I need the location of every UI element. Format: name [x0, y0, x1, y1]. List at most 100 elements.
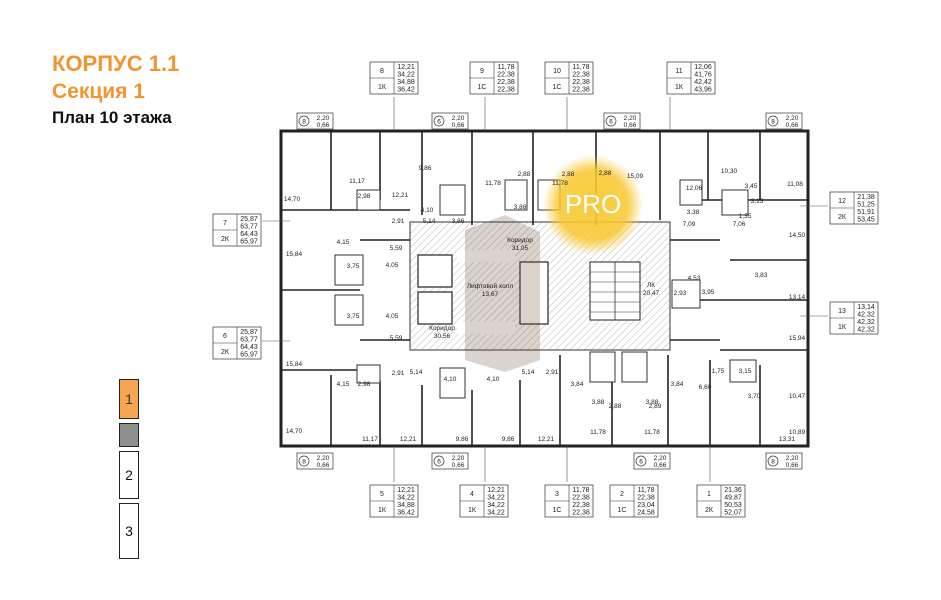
apartment-area: 12,21: [487, 487, 505, 494]
apartment-area: 64,43: [240, 344, 258, 351]
apartment-area: 22,38: [572, 79, 590, 86]
floor-button-1[interactable]: 1: [119, 379, 139, 419]
room-area: 12,21: [400, 436, 417, 443]
room-area: 2,91: [392, 370, 405, 377]
apartment-area: 13,14: [857, 304, 875, 311]
building-title: КОРПУС 1.1: [52, 51, 180, 76]
balcony-num: 6: [437, 459, 441, 466]
apartment-area: 12,06: [694, 64, 712, 71]
balcony-area-coef: 0,66: [654, 462, 667, 469]
room-area: 15,84: [286, 361, 303, 368]
room-area: 5,14: [522, 369, 535, 376]
room-area: 9,86: [456, 436, 469, 443]
room-area: 3,84: [571, 381, 584, 388]
apartment-area: 42,32: [857, 312, 875, 319]
room-area: 3,13: [751, 198, 764, 205]
apartment-number: 6: [223, 333, 227, 340]
room-area: 2,88: [599, 170, 612, 177]
room-area: 2,98: [358, 193, 371, 200]
balcony-area-coef: 0,66: [452, 122, 465, 129]
floor-plan-title: План 10 этажа: [52, 108, 172, 127]
room-area: 5,59: [390, 245, 403, 252]
room-area: 14,50: [789, 232, 806, 239]
apartment-area: 49,87: [724, 495, 742, 502]
room-area: 4,10: [444, 376, 457, 383]
apartment-number: 4: [470, 491, 474, 498]
corridor-top-name: Коридор: [507, 237, 533, 244]
apartment-area: 22,38: [572, 510, 590, 517]
room-area: 14,70: [284, 196, 301, 203]
apartment-number: 11: [675, 68, 682, 75]
bathrooms: [334, 179, 757, 399]
apartment-area: 34,22: [397, 495, 415, 502]
room-area: 12,21: [538, 436, 555, 443]
apartment-area: 65,97: [240, 239, 258, 246]
room-area: 2,93: [674, 290, 687, 297]
room-area: 3,86: [452, 218, 465, 225]
apartment-area: 42,32: [857, 319, 875, 326]
apartment-area: 22,38: [497, 87, 515, 94]
apartment-area: 63,77: [240, 337, 258, 344]
apartment-area: 11,78: [573, 487, 590, 494]
apartment-area: 34,22: [487, 495, 505, 502]
apartment-area: 22,38: [497, 79, 515, 86]
room-area: 1,75: [712, 368, 725, 375]
apartment-type: 1К: [468, 507, 477, 514]
room-area: 11,78: [552, 180, 568, 187]
room-area: 10,89: [789, 429, 806, 436]
apartment-number: 8: [380, 68, 384, 75]
room-area: 12,06: [686, 185, 703, 192]
apartment-type: 2К: [838, 214, 847, 221]
floor-button-current[interactable]: [119, 423, 139, 447]
room-area: 1,35: [739, 213, 752, 220]
apartment-area: 36,42: [397, 510, 415, 517]
room-area: 4,10: [487, 376, 500, 383]
room-area: 2,88: [562, 171, 575, 178]
balcony-area: 2,20: [786, 115, 799, 122]
pro-watermark: PRO: [465, 155, 643, 372]
floor-button-3[interactable]: 3: [119, 503, 139, 559]
balcony-num: 8: [771, 459, 775, 466]
room-area: 2,89: [649, 403, 662, 410]
balcony-area: 2,20: [624, 115, 637, 122]
corridor-bottom-name: Коридор: [429, 325, 455, 332]
apartment-type: 1К: [378, 84, 387, 91]
balcony-num: 6: [639, 459, 643, 466]
apartment-area: 43,96: [694, 87, 712, 94]
room-area: 10,30: [721, 168, 738, 175]
apartment-number: 1: [707, 491, 711, 498]
lift-hall-name: Лифтовой холл: [467, 282, 513, 290]
room-area: 12,21: [392, 192, 409, 199]
balcony-area: 2,20: [317, 455, 330, 462]
room-area: 7,06: [733, 221, 746, 228]
room-area: 4,10: [421, 207, 434, 214]
room-area: 3,75: [347, 263, 360, 270]
room-area: 9,86: [419, 165, 432, 172]
room-area: 4,05: [386, 262, 399, 269]
apartment-area: 42,32: [857, 327, 875, 334]
floor-button-2[interactable]: 2: [119, 451, 139, 499]
room-area: 11,08: [787, 181, 803, 188]
plan-header: КОРПУС 1.1 Секция 1 План 10 этажа: [52, 50, 179, 130]
corridor-top-area: 31,05: [512, 245, 529, 252]
room-area: 2,88: [609, 403, 622, 410]
balcony-num: 8: [302, 119, 306, 126]
room-area: 3,70: [748, 393, 761, 400]
balcony-area: 2,20: [452, 455, 465, 462]
room-area: 9,86: [502, 436, 515, 443]
